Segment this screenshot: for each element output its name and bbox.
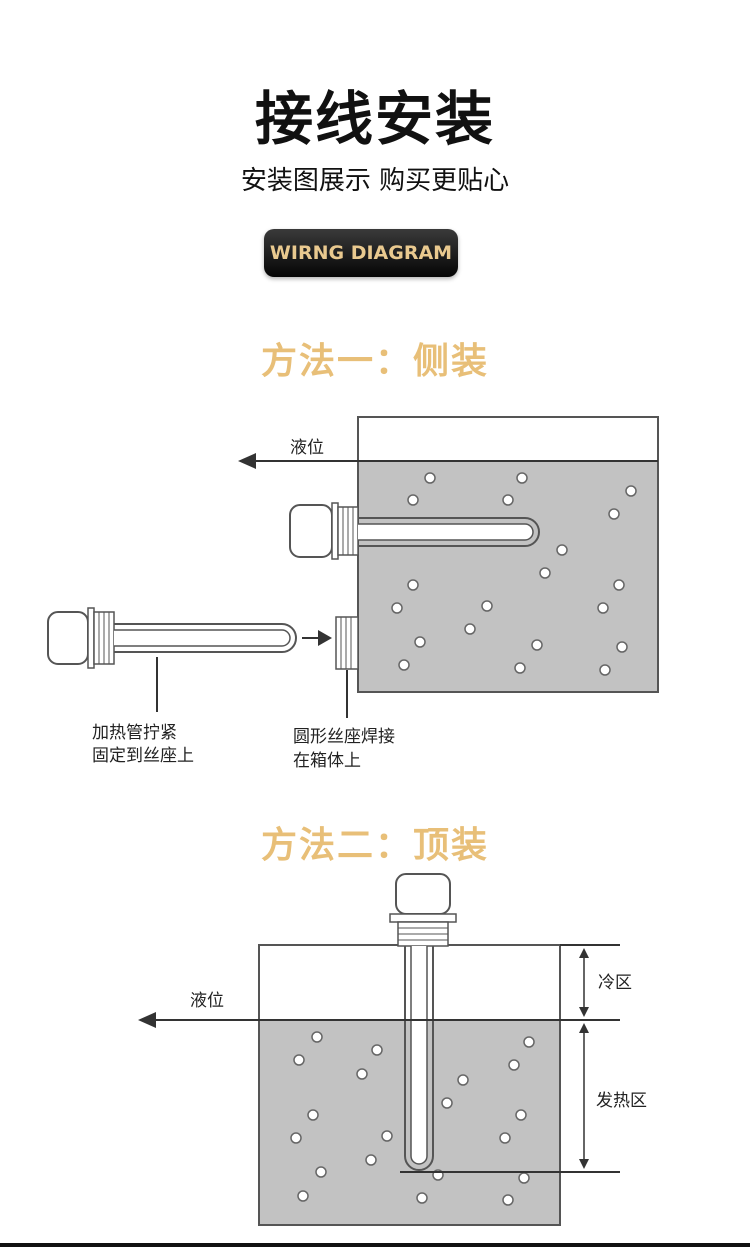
caption-left-line2: 固定到丝座上 — [92, 746, 194, 766]
method2-diagram: 液位 冷区 发热区 — [138, 873, 647, 1226]
level-arrow-1-head — [238, 453, 256, 469]
cold-zone-label: 冷区 — [598, 973, 632, 993]
heat-zone-label: 发热区 — [596, 1091, 647, 1111]
method1-title: 方法一：侧装 — [260, 341, 489, 382]
cold-zone-arrow-top — [579, 948, 589, 958]
loose-heater — [47, 607, 297, 669]
page-title: 接线安装 — [254, 85, 495, 153]
heat-zone-arrow-top — [579, 1023, 589, 1033]
level-arrow-2-head — [138, 1012, 156, 1028]
caption-left-line1: 加热管拧紧 — [92, 723, 177, 743]
caption-right-line1: 圆形丝座焊接 — [293, 727, 395, 747]
tank2-liquid — [260, 1020, 559, 1224]
welded-socket — [335, 616, 359, 670]
method2-title: 方法二：顶装 — [260, 825, 489, 866]
liquid-level-label-2: 液位 — [190, 991, 224, 1011]
installed-heater — [289, 502, 540, 560]
method1-diagram: 液位 — [47, 416, 659, 771]
top-heater — [389, 873, 457, 1171]
insert-arrow-head — [318, 630, 332, 646]
liquid-level-label-1: 液位 — [290, 438, 324, 458]
wiring-diagram-badge: WIRNG DIAGRAM — [264, 229, 458, 277]
cold-zone-arrow-bottom — [579, 1007, 589, 1017]
tank1-bubbles — [391, 472, 637, 676]
bottom-divider — [0, 1243, 750, 1247]
tank2-bubbles — [290, 1031, 535, 1206]
caption-right-line2: 在箱体上 — [293, 751, 361, 771]
page-subtitle: 安装图展示 购买更贴心 — [240, 166, 510, 196]
heat-zone-arrow-bottom — [579, 1159, 589, 1169]
